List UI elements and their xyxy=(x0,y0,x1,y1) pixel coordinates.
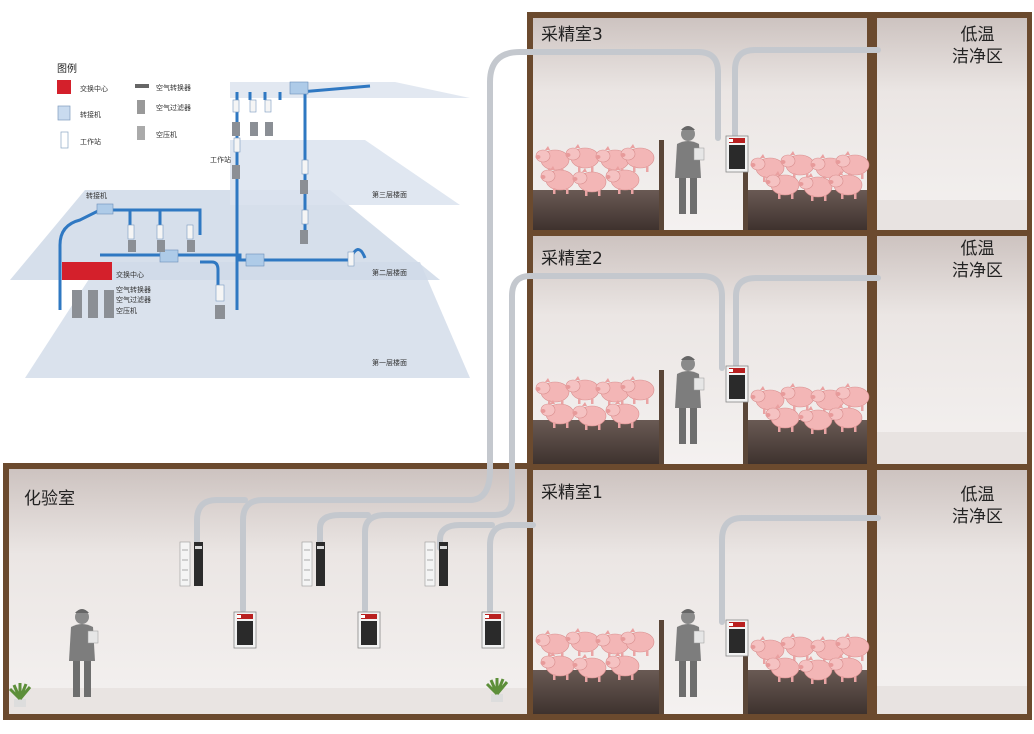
room-label-collection-2: 采精室2 xyxy=(541,249,603,269)
legend-title: 图例 xyxy=(57,64,77,75)
air-filter-icon xyxy=(137,100,145,114)
exchange-center-icon xyxy=(62,262,112,280)
transfer-machine-label: 转接机 xyxy=(86,192,107,200)
workstation-icon xyxy=(60,131,69,149)
pneumatic-pipes xyxy=(194,47,881,625)
clean-zone-3 xyxy=(877,18,1027,230)
floor-plane-diagram xyxy=(10,82,470,378)
transfer-machine-icon xyxy=(57,105,71,121)
lab-room xyxy=(9,469,527,714)
room-label-lab: 化验室 xyxy=(24,489,75,509)
legend-label: 交换中心 xyxy=(80,85,108,93)
room-label-clean-zone-3: 低温 洁净区 xyxy=(952,25,1003,67)
room-label-collection-1: 采精室1 xyxy=(541,483,603,503)
center-label: 空气过滤器 xyxy=(116,296,151,304)
room-label-clean-zone-2: 低温 洁净区 xyxy=(952,239,1003,281)
floor-label: 第一层楼面 xyxy=(372,359,407,367)
legend-label: 转接机 xyxy=(80,111,101,119)
clean-zone-1 xyxy=(877,470,1027,714)
legend-label: 工作站 xyxy=(80,138,101,146)
clean-zone-2 xyxy=(877,236,1027,464)
legend-label: 空气过滤器 xyxy=(156,104,191,112)
center-label: 空压机 xyxy=(116,307,137,315)
legend-label: 空气转换器 xyxy=(156,84,191,92)
room-label-collection-3: 采精室3 xyxy=(541,25,603,45)
center-label: 空气转换器 xyxy=(116,286,151,294)
workstation-label: 工作站 xyxy=(210,156,231,164)
floor-label: 第二层楼面 xyxy=(372,269,407,277)
legend-label: 空压机 xyxy=(156,131,177,139)
air-converter-icon xyxy=(135,84,149,88)
floor-label: 第三层楼面 xyxy=(372,191,407,199)
room-label-clean-zone-1: 低温 洁净区 xyxy=(952,485,1003,527)
exchange-center-icon xyxy=(57,80,71,94)
compressor-icon xyxy=(137,126,145,140)
center-label: 交换中心 xyxy=(116,271,144,279)
